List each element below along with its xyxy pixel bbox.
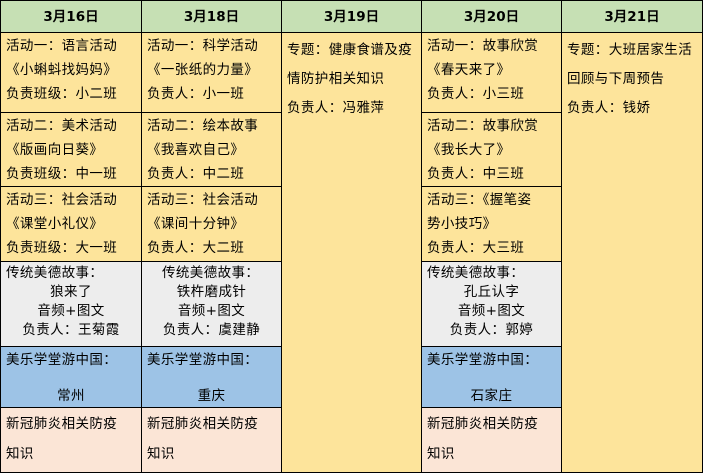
col1-activity-2-owner: 负责班级：中一班 (6, 166, 118, 182)
col2-activity-1-cell[interactable]: 活动一：科学活动 《一张纸的力量》 负责人：小一班 (141, 32, 282, 113)
col4-activity-3-title: 活动三：《握笔姿 (427, 192, 532, 208)
col2-story-format: 音频+图文 (177, 303, 246, 319)
col2-travel-cell[interactable]: 美乐学堂游中国： 重庆 (141, 346, 282, 408)
col2-travel-city: 重庆 (197, 388, 226, 404)
header-cell-date-1[interactable]: 3月16日 (0, 0, 142, 33)
col5-topic-line-1: 专题：大班居家生活 (567, 42, 693, 58)
col1-activity-2-title: 活动二：美术活动 (6, 118, 118, 134)
col3-topic-cell[interactable]: 专题：健康食谱及疫 情防护相关知识 负责人：冯雅萍 (281, 32, 422, 473)
col2-covid-line-1: 新冠肺炎相关防疫 (147, 416, 259, 432)
col1-story-label: 传统美德故事： (6, 265, 104, 281)
col2-activity-3-cell[interactable]: 活动三：社会活动 《课间十分钟》 负责人：大二班 (141, 186, 282, 262)
header-cell-date-4[interactable]: 3月20日 (421, 0, 562, 33)
col4-travel-label: 美乐学堂游中国： (427, 352, 539, 368)
col2-covid-cell[interactable]: 新冠肺炎相关防疫 知识 (141, 407, 282, 473)
col3-topic-line-1: 专题：健康食谱及疫 (287, 42, 413, 58)
col4-covid-cell[interactable]: 新冠肺炎相关防疫 知识 (421, 407, 562, 473)
col4-activity-2-cell[interactable]: 活动二：故事欣赏 《我长大了》 负责人：中三班 (421, 112, 562, 187)
col4-activity-1-name: 《春天来了》 (427, 62, 511, 78)
col4-story-owner: 负责人：郭婷 (449, 322, 534, 338)
col1-activity-3-cell[interactable]: 活动三：社会活动 《课堂小礼仪》 负责班级：大一班 (0, 186, 142, 262)
col1-activity-3-title: 活动三：社会活动 (6, 192, 118, 208)
col5-topic-line-2: 回顾与下周预告 (567, 71, 665, 87)
col1-story-owner: 负责人：王菊霞 (22, 322, 120, 338)
col1-covid-line-1: 新冠肺炎相关防疫 (6, 416, 118, 432)
col2-story-title: 铁杵磨成针 (176, 284, 247, 300)
col4-activity-3-owner: 负责人：大三班 (427, 240, 525, 256)
col4-activity-2-owner: 负责人：中三班 (427, 166, 525, 182)
col1-activity-1-cell[interactable]: 活动一：语言活动 《小蝌蚪找妈妈》 负责班级：小二班 (0, 32, 142, 113)
col4-travel-city: 石家庄 (470, 388, 513, 404)
col1-travel-cell[interactable]: 美乐学堂游中国： 常州 (0, 346, 142, 408)
col1-activity-2-cell[interactable]: 活动二：美术活动 《版画向日葵》 负责班级：中一班 (0, 112, 142, 187)
col2-travel-label: 美乐学堂游中国： (147, 352, 259, 368)
col2-activity-3-name: 《课间十分钟》 (147, 216, 245, 232)
col5-topic-owner: 负责人：钱娇 (567, 100, 651, 116)
col1-activity-1-owner: 负责班级：小二班 (6, 86, 118, 102)
col1-story-title: 狼来了 (50, 284, 92, 300)
col4-activity-2-name: 《我长大了》 (427, 142, 511, 158)
header-cell-date-5[interactable]: 3月21日 (561, 0, 703, 33)
col3-topic-owner: 负责人：冯雅萍 (287, 100, 385, 116)
col4-story-title: 孔丘认字 (463, 284, 520, 300)
col2-activity-3-owner: 负责人：大二班 (147, 240, 245, 256)
col2-story-label: 传统美德故事： (162, 265, 260, 281)
col2-story-cell[interactable]: 传统美德故事： 铁杵磨成针 音频+图文 负责人：虞建静 (141, 261, 282, 347)
col2-activity-1-name: 《一张纸的力量》 (147, 62, 259, 78)
col4-covid-line-2: 知识 (427, 446, 455, 462)
col2-activity-3-title: 活动三：社会活动 (147, 192, 259, 208)
col4-travel-cell[interactable]: 美乐学堂游中国： 石家庄 (421, 346, 562, 408)
col5-topic-cell[interactable]: 专题：大班居家生活 回顾与下周预告 负责人：钱娇 (561, 32, 703, 473)
col1-travel-label: 美乐学堂游中国： (6, 352, 118, 368)
col1-story-format: 音频+图文 (37, 303, 105, 319)
col4-activity-1-title: 活动一：故事欣赏 (427, 38, 539, 54)
col3-topic-line-2: 情防护相关知识 (287, 71, 385, 87)
header-cell-date-3[interactable]: 3月19日 (281, 0, 422, 33)
col4-story-label: 传统美德故事： (427, 265, 525, 281)
col4-story-format: 音频+图文 (457, 303, 526, 319)
col4-activity-3-cell[interactable]: 活动三：《握笔姿 势小技巧》 负责人：大三班 (421, 186, 562, 262)
header-cell-date-2[interactable]: 3月18日 (141, 0, 282, 33)
col2-activity-2-name: 《我喜欢自己》 (147, 142, 245, 158)
col1-activity-3-owner: 负责班级：大一班 (6, 240, 118, 256)
col4-activity-3-name: 势小技巧》 (427, 216, 497, 232)
col4-activity-1-owner: 负责人：小三班 (427, 86, 525, 102)
col1-activity-1-name: 《小蝌蚪找妈妈》 (6, 62, 118, 78)
col1-covid-cell[interactable]: 新冠肺炎相关防疫 知识 (0, 407, 142, 473)
col4-story-cell[interactable]: 传统美德故事： 孔丘认字 音频+图文 负责人：郭婷 (421, 261, 562, 347)
col1-story-cell[interactable]: 传统美德故事： 狼来了 音频+图文 负责人：王菊霞 (0, 261, 142, 347)
col2-activity-2-cell[interactable]: 活动二：绘本故事 《我喜欢自己》 负责人：中二班 (141, 112, 282, 187)
col2-activity-2-title: 活动二：绘本故事 (147, 118, 259, 134)
col4-activity-2-title: 活动二：故事欣赏 (427, 118, 539, 134)
col2-covid-line-2: 知识 (147, 446, 175, 462)
col1-activity-3-name: 《课堂小礼仪》 (6, 216, 104, 232)
col4-activity-1-cell[interactable]: 活动一：故事欣赏 《春天来了》 负责人：小三班 (421, 32, 562, 113)
col4-covid-line-1: 新冠肺炎相关防疫 (427, 416, 539, 432)
col2-activity-2-owner: 负责人：中二班 (147, 166, 245, 182)
col2-activity-1-owner: 负责人：小一班 (147, 86, 245, 102)
col2-activity-1-title: 活动一：科学活动 (147, 38, 259, 54)
col1-travel-city: 常州 (57, 388, 85, 404)
col1-activity-1-title: 活动一：语言活动 (6, 38, 118, 54)
col1-covid-line-2: 知识 (6, 446, 34, 462)
col2-story-owner: 负责人：虞建静 (162, 322, 261, 338)
col1-activity-2-name: 《版画向日葵》 (6, 142, 104, 158)
